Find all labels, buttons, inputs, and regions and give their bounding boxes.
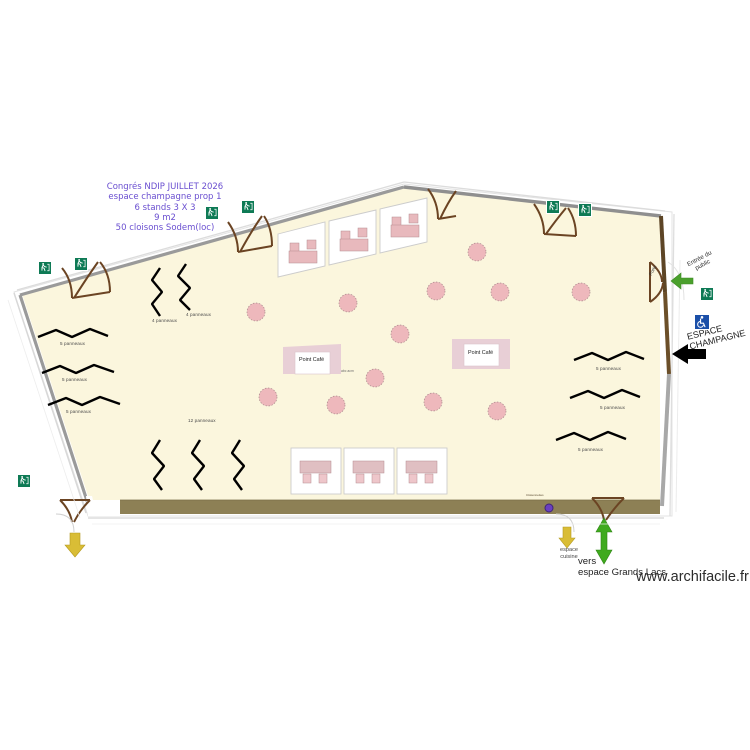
arrow-cuisine-yellow — [558, 526, 576, 549]
door-swing-arc-left — [55, 513, 75, 533]
stand-bottom-2[interactable] — [343, 447, 395, 495]
round-tables-group — [246, 242, 591, 421]
panneaux-label-left-2: 5 panneaux — [62, 377, 88, 382]
panneau-zigzag-right-2 — [569, 388, 641, 400]
watermark-label: www.archifacile.fr — [636, 569, 749, 585]
round-table — [487, 401, 507, 421]
wall-right-upper — [659, 215, 667, 293]
panneau-zigzag-bottom-1 — [150, 439, 165, 491]
wall-small-label: Cloisonnettes — [526, 493, 544, 497]
round-table — [571, 282, 591, 302]
vers-grands-lacs-label: vers espace Grands Lacs — [578, 556, 666, 579]
exit-sign-icon — [17, 474, 31, 488]
round-table — [467, 242, 487, 262]
door-group-top-right — [427, 188, 457, 220]
panneau-zigzag-left-1 — [37, 327, 109, 339]
panneau-zigzag-left-2 — [41, 363, 115, 375]
round-table — [338, 293, 358, 313]
door-group-right-top — [533, 203, 577, 237]
point-cafe-left-label: Point Café — [297, 356, 327, 363]
exit-sign-icon — [546, 200, 560, 214]
arrow-champagne-black — [672, 344, 706, 364]
panneaux-label-left-3: 5 panneaux — [66, 409, 92, 414]
floor-bottom-left-piece — [92, 496, 120, 500]
espace-cuisine-label: espace cuisine — [559, 547, 579, 560]
panneaux-label-left-1: 5 panneaux — [60, 341, 86, 346]
stand-bottom-1[interactable] — [290, 447, 342, 495]
panneau-zigzag-right-3 — [555, 430, 627, 442]
door-group-bottom-right — [591, 497, 625, 521]
panneau-zigzag-bottom-2 — [190, 439, 205, 491]
round-table — [326, 395, 346, 415]
door-group-top-mid — [227, 215, 273, 253]
exit-sign-icon — [205, 206, 219, 220]
stand-top-2[interactable] — [328, 209, 377, 266]
panneau-zigzag-topleft-2 — [177, 263, 191, 311]
arrow-entrance-green — [670, 272, 694, 290]
purple-marker-icon — [544, 503, 554, 513]
wall-right-lower — [660, 373, 671, 507]
stand-top-3[interactable] — [379, 197, 428, 254]
panneaux-label-right-1: 5 panneaux — [596, 366, 622, 371]
panneaux-label-top-left-1: 4 panneaux — [152, 318, 178, 323]
wall-right-outer — [669, 213, 675, 517]
wall-top-left — [19, 185, 405, 297]
panneau-zigzag-bottom-3 — [230, 439, 245, 491]
round-table — [365, 368, 385, 388]
round-table — [390, 324, 410, 344]
round-table — [423, 392, 443, 412]
door-group-bottom-left — [59, 499, 91, 523]
panneau-zigzag-left-3 — [47, 395, 121, 407]
round-table — [258, 387, 278, 407]
round-table — [490, 282, 510, 302]
arrow-grands-lacs-green — [595, 517, 613, 565]
panneaux-label-top-left-2: 4 panneaux — [186, 312, 212, 317]
dimension-line-left — [7, 299, 81, 519]
round-table — [246, 302, 266, 322]
wall-right-mid-brown — [663, 291, 671, 375]
stand-top-1[interactable] — [277, 221, 326, 278]
exit-sign-icon — [700, 287, 714, 301]
wall-bottom-band — [92, 500, 660, 514]
exit-sign-icon — [38, 261, 52, 275]
wall-top-left-outer — [16, 181, 405, 291]
center-small-label: abc acm — [341, 369, 354, 373]
wall-top-right — [403, 185, 662, 218]
exit-sign-icon — [578, 203, 592, 217]
arrow-bottom-left-yellow — [64, 532, 86, 558]
panneaux-label-right-2: 5 panneaux — [600, 405, 626, 410]
wall-top-right-outer — [403, 181, 666, 212]
panneau-zigzag-right-1 — [573, 350, 645, 362]
wall-bottom-left-notch — [86, 496, 120, 516]
panneaux-label-right-3: 5 panneaux — [578, 447, 604, 452]
point-cafe-right-label: Point Café — [466, 349, 496, 356]
panneaux-label-bottom-mid: 12 panneaux — [188, 418, 216, 423]
exit-sign-icon — [74, 257, 88, 271]
title-block: Congrés NDIP JUILLET 2026 espace champag… — [106, 182, 224, 234]
door-swing-arc-right — [555, 513, 575, 533]
door-group-entrance — [649, 261, 664, 303]
stand-bottom-3[interactable] — [396, 447, 448, 495]
door-group-top-left — [61, 261, 111, 299]
round-table — [426, 281, 446, 301]
wheelchair-accessible-icon — [694, 314, 710, 330]
panneau-zigzag-topleft-1 — [151, 267, 163, 317]
wall-right-outer2 — [675, 259, 681, 513]
exit-sign-icon — [241, 200, 255, 214]
